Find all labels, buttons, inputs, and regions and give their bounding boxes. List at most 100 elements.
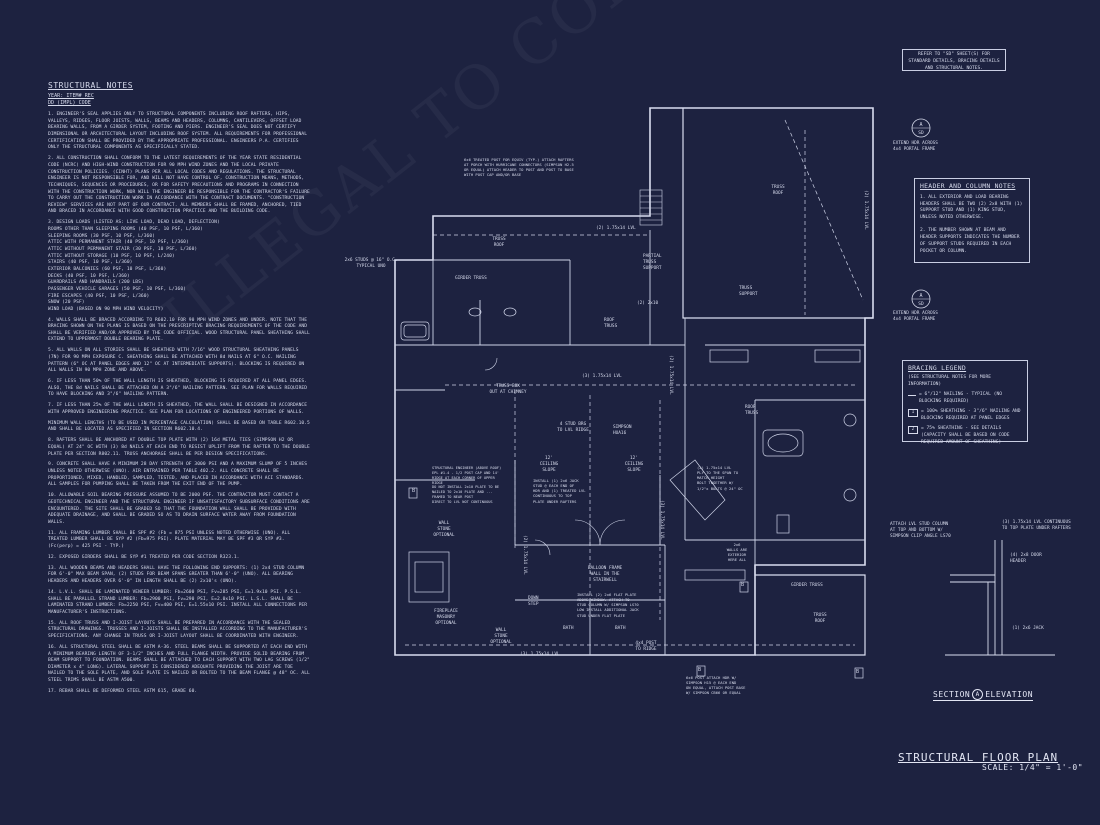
callout-circle-icon: A SD: [911, 289, 931, 309]
callout-bottom-letter: A: [919, 293, 922, 299]
load-item: STAIRS (40 PSF, 10 PSF, L/360): [48, 260, 133, 266]
bracing-legend: BRACING LEGEND (SEE STRUCTURAL NOTES FOR…: [902, 360, 1028, 445]
note-13: 13. ALL WOODEN BEAMS AND HEADERS SHALL H…: [48, 565, 305, 585]
label-wall-stone-right: WALL STONE OPTIONAL: [490, 628, 512, 645]
load-item: GUARDRAILS AND HANDRAILS (200 LBS): [48, 280, 144, 286]
note-7b: MINIMUM WALL LENGTHS (TO BE USED IN PERC…: [48, 420, 310, 433]
header-column-notes: HEADER AND COLUMN NOTES 1. ALL EXTERIOR …: [914, 178, 1030, 263]
note-1: 1. ENGINEER'S SEAL APPLIES ONLY TO STRUC…: [48, 112, 308, 151]
drawing-scale: SCALE: 1/4" = 1'-0": [982, 763, 1084, 772]
label-truss-roof-lower-right: TRUSS ROOF: [813, 613, 827, 624]
bracing-legend-title: BRACING LEGEND: [908, 364, 967, 372]
label-lvl-vert-left: (2) 1.75x14 LVL: [522, 535, 527, 575]
note-5: 5. ALL WALLS ON ALL STORIES SHALL BE SHE…: [48, 348, 305, 374]
bracing-marker-label: B: [698, 667, 702, 673]
bathtub-icon: [762, 413, 857, 534]
label-dim-2x10: (2) 2x10: [637, 301, 659, 306]
label-girder-truss-right: GIRDER TRUSS: [791, 583, 823, 588]
note-7: 7. IF LESS THAN 25% OF THE WALL LENGTH I…: [48, 403, 308, 415]
section-door-header-note: (4) 2x8 DOOR HEADER: [1010, 553, 1042, 564]
note-12: 12. EXPOSED GIRDERS SHALL BE SYP #1 TREA…: [48, 554, 240, 560]
note-10: 10. ALLOWABLE SOIL BEARING PRESSURE ASSU…: [48, 493, 310, 525]
label-ceiling-right: 12' CEILING SLOPE: [624, 456, 644, 473]
exterior-wall: [394, 107, 874, 656]
legend-item-text: = 6"/12" NAILING - TYPICAL (NO BLOCKING …: [919, 392, 1002, 405]
callout-circle-icon: A SD: [911, 118, 931, 138]
structural-notes: STRUCTURAL NOTES YEAR: ITEM# REC DD (IMP…: [48, 80, 310, 700]
load-item: ATTIC WITHOUT STORAGE (10 PSF, 10 PSF, L…: [48, 253, 175, 259]
label-down-step: DOWN STEP: [528, 596, 539, 607]
label-balloon-note: BALLOON FRAME WALL IN THE STAIRWELL: [587, 566, 623, 583]
label-simpson: SIMPSON HUA16: [613, 425, 632, 436]
load-item: DECKS (40 PSF, 10 PSF, L/360): [48, 273, 130, 279]
label-wall-stone-left: WALL STONE OPTIONAL: [433, 521, 455, 538]
roof-line: [784, 119, 864, 301]
load-item: FIRE ESCAPES (40 PSF, 10 PSF, L/360): [48, 293, 150, 299]
label-roof-truss-right: ROOF TRUSS: [745, 405, 759, 416]
label-lvl-mid: (3) 1.75x14 LVL: [582, 374, 622, 379]
bracing-marker: [739, 581, 749, 593]
callout-bottom-text: EXTEND HDR ACROSS 4x4 PORTAL FRAME: [893, 311, 938, 322]
load-item: EXTERIOR BALCONIES (60 PSF, 10 PSF, L/36…: [48, 266, 167, 272]
note-16: 16. ALL STRUCTURAL STEEL SHALL BE ASTM A…: [48, 644, 310, 684]
label-structural-note: STRUCTURAL ENGINEER (ABOVE ROOF) EPL #1.…: [432, 466, 502, 504]
bathtub-icon: [400, 321, 430, 341]
bracing-marker: [854, 667, 864, 679]
note-14: 14. L.V.L. SHALL BE LAMINATED VENEER LUM…: [48, 589, 308, 615]
load-item: ATTIC WITHOUT PERMANENT STAIR (30 PSF, 1…: [48, 246, 198, 252]
label-ceiling-left: 12' CEILING SLOPE: [539, 456, 559, 473]
bracing-legend-subtitle: (SEE STRUCTURAL NOTES FOR MORE INFORMATI…: [908, 374, 991, 387]
note-6: 6. IF LESS THAN 50% OF THE WALL LENGTH I…: [48, 379, 308, 398]
label-truss-support: TRUSS SUPPORT: [739, 286, 758, 297]
note-3: 3. DESIGN LOADS (LISTED AS: LIVE LOAD, D…: [48, 220, 220, 226]
label-top-note: 6x6 TREATED POST FOR EQUIV (TYP.) ATTACH…: [464, 157, 574, 178]
label-girder-truss-left: GIRDER TRUSS: [455, 276, 487, 281]
note-2: 2. ALL CONSTRUCTION SHALL CONFORM TO THE…: [48, 156, 310, 215]
label-post-ridge: 4x4 POST TO RIDGE: [635, 641, 657, 652]
load-item: SNOW (20 PSF): [48, 300, 85, 306]
label-jack-note: INSTALL (1) 2x6 JACK STUD @ EACH END OF …: [533, 478, 586, 504]
section-title-pre: SECTION: [933, 690, 971, 699]
callout-top-sheet: SD: [918, 130, 924, 136]
label-truss-roof-left: TRUSS ROOF: [492, 237, 506, 248]
label-bath-right: BATH: [615, 626, 626, 631]
label-lvl-ply-note: (2) 1.75x14 LVL PLY TO THE SPAN TO MATCH…: [697, 465, 743, 491]
label-truss-box: TRUSS BOX OUT AT CHIMNEY: [489, 384, 527, 395]
header-note-2: 2. THE NUMBER SHOWN AT BEAM AND HEADER S…: [920, 228, 1020, 254]
patio-outline: [754, 565, 866, 656]
callout-top-text: EXTEND HDR ACROSS 4x4 PORTAL FRAME: [893, 141, 938, 152]
load-item: WIND LOAD (BASED ON 90 MPH WIND VELOCITY…: [48, 306, 164, 312]
section-jack-note: (1) 2x6 JACK: [1012, 626, 1044, 631]
label-lvl-vert-mid: (3) 1.75x14 LVL: [659, 500, 664, 540]
load-item: ATTIC WITH PERMANENT STAIR (40 PSF, 10 P…: [48, 240, 189, 246]
note-8: 8. RAFTERS SHALL BE ANCHORED AT DOUBLE T…: [48, 438, 310, 457]
label-bath-left: BATH: [563, 626, 574, 631]
header-notes-title: HEADER AND COLUMN NOTES: [920, 182, 1016, 190]
section-title: SECTION A ELEVATION: [933, 689, 1034, 701]
legend-item: 2 = 75% SHEATHING - SEE DETAILS (CAPACIT…: [908, 425, 1022, 447]
load-item: ROOMS OTHER THAN SLEEPING ROOMS (40 PSF,…: [48, 226, 203, 232]
legend-plain-wall-icon: [908, 392, 916, 397]
notes-subtitle-1: YEAR: ITEM# REC: [48, 92, 94, 99]
callout-top-letter: A: [919, 122, 922, 128]
legend-item-text: = 75% SHEATHING - SEE DETAILS (CAPACITY …: [921, 425, 1010, 445]
label-lvl-right: (2) 1.75x14 LVL: [668, 355, 673, 395]
legend-item: 1 = 100% SHEATHING - 3"/6" NAILING AND B…: [908, 409, 1022, 423]
floor-plan: [385, 100, 875, 680]
label-partial-truss: PARTIAL TRUSS SUPPORT: [643, 254, 662, 271]
label-roof-truss-center: ROOF TRUSS: [604, 318, 618, 329]
label-lvl-bottom: (3) 1.75x14 LVL: [520, 652, 560, 657]
label-walls-note: 2x6 WALLS ARE EXTERIOR HERE ALL: [726, 542, 748, 563]
load-item: PASSENGER VEHICLE GARAGES (50 PSF, 10 PS…: [48, 286, 186, 292]
legend-item: = 6"/12" NAILING - TYPICAL (NO BLOCKING …: [908, 392, 1022, 406]
bracing-marker: [696, 665, 706, 677]
kitchen-counter-icon: [669, 349, 861, 581]
note-17: 17. REBAR SHALL BE DEFORMED STEEL ASTM 6…: [48, 688, 198, 694]
interior-wall: [682, 108, 873, 319]
sink-icon: [468, 307, 517, 317]
bracing-marker-label: B: [412, 488, 416, 494]
label-lvl-top: (2) 1.75x14 LVL: [596, 226, 636, 231]
label-truss-roof-top: TRUSS ROOF: [771, 185, 785, 196]
label-post-bottom-note: 6x6 POST ATTACH HDR W/ SIMPSON H15 @ EAC…: [686, 675, 746, 696]
drawing-title: STRUCTURAL FLOOR PLAN: [898, 751, 1059, 764]
